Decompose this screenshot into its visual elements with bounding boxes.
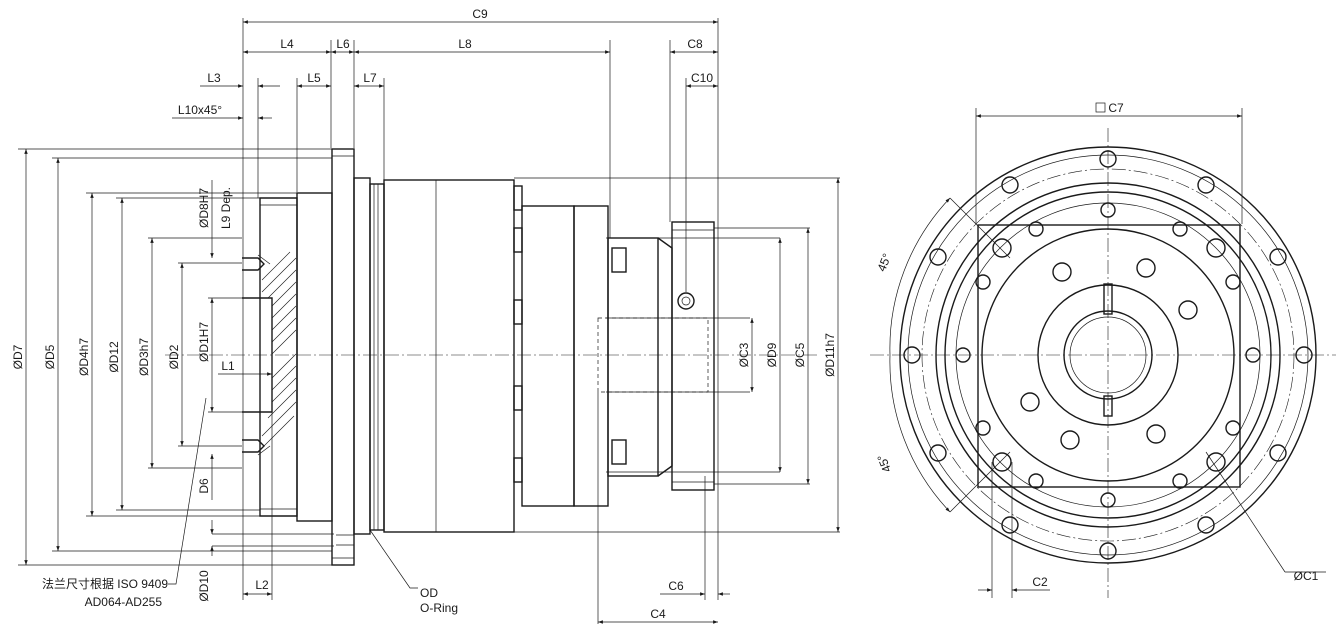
label-od9: ØD9 [765,342,779,367]
label-od3: ØD3h7 [137,338,151,376]
side-view [18,18,1242,624]
label-oc1: ØC1 [1294,569,1319,583]
label-od1: ØD1H7 [197,322,211,362]
label-od12: ØD12 [107,341,121,373]
label-od4: ØD4h7 [77,338,91,376]
label-l9: L9 Dep. [219,187,233,229]
section-hatch [261,251,297,449]
label-c7: C7 [1108,101,1124,115]
label-od2: ØD2 [167,344,181,369]
ring-screws [955,202,1261,508]
oring-note-line2: O-Ring [420,601,458,615]
flange-note-line2: AD064-AD255 [85,595,163,609]
label-c6: C6 [668,579,684,593]
label-l2: L2 [255,578,269,592]
label-oc5: ØC5 [793,342,807,367]
label-c10: C10 [691,71,713,85]
label-c8: C8 [687,37,703,51]
label-l5: L5 [307,71,321,85]
inner-screws [1020,258,1198,450]
label-l10: L10x45° [178,103,222,117]
label-l3: L3 [207,71,221,85]
label-od8: ØD8H7 [197,188,211,228]
label-oc3: ØC3 [737,342,751,367]
label-d6: D6 [197,478,211,494]
label-od7: ØD7 [11,344,25,369]
label-c2: C2 [1032,575,1048,589]
oring-note-line1: OD [420,586,438,600]
label-l4: L4 [280,37,294,51]
label-l6: L6 [336,37,350,51]
flange-note-line1: 法兰尺寸根据 ISO 9409 [42,577,168,591]
dimension-labels: C9 L4 L6 L8 C8 L3 L5 L7 C10 L10x45° C7 Ø… [11,7,1319,621]
label-c4: C4 [650,607,666,621]
label-l8: L8 [458,37,472,51]
label-angle-top: 45° [874,251,894,273]
front-view [870,102,1336,598]
label-od5: ØD5 [43,344,57,369]
notes: 法兰尺寸根据 ISO 9409 AD064-AD255 OD O-Ring [42,577,458,615]
outer-holes [903,150,1313,560]
label-od11: ØD11h7 [823,333,837,377]
label-l1: L1 [221,359,235,373]
label-l7: L7 [363,71,377,85]
label-angle-bottom: 45° [874,452,894,474]
label-od10: ØD10 [197,570,211,602]
label-c9: C9 [472,7,488,21]
